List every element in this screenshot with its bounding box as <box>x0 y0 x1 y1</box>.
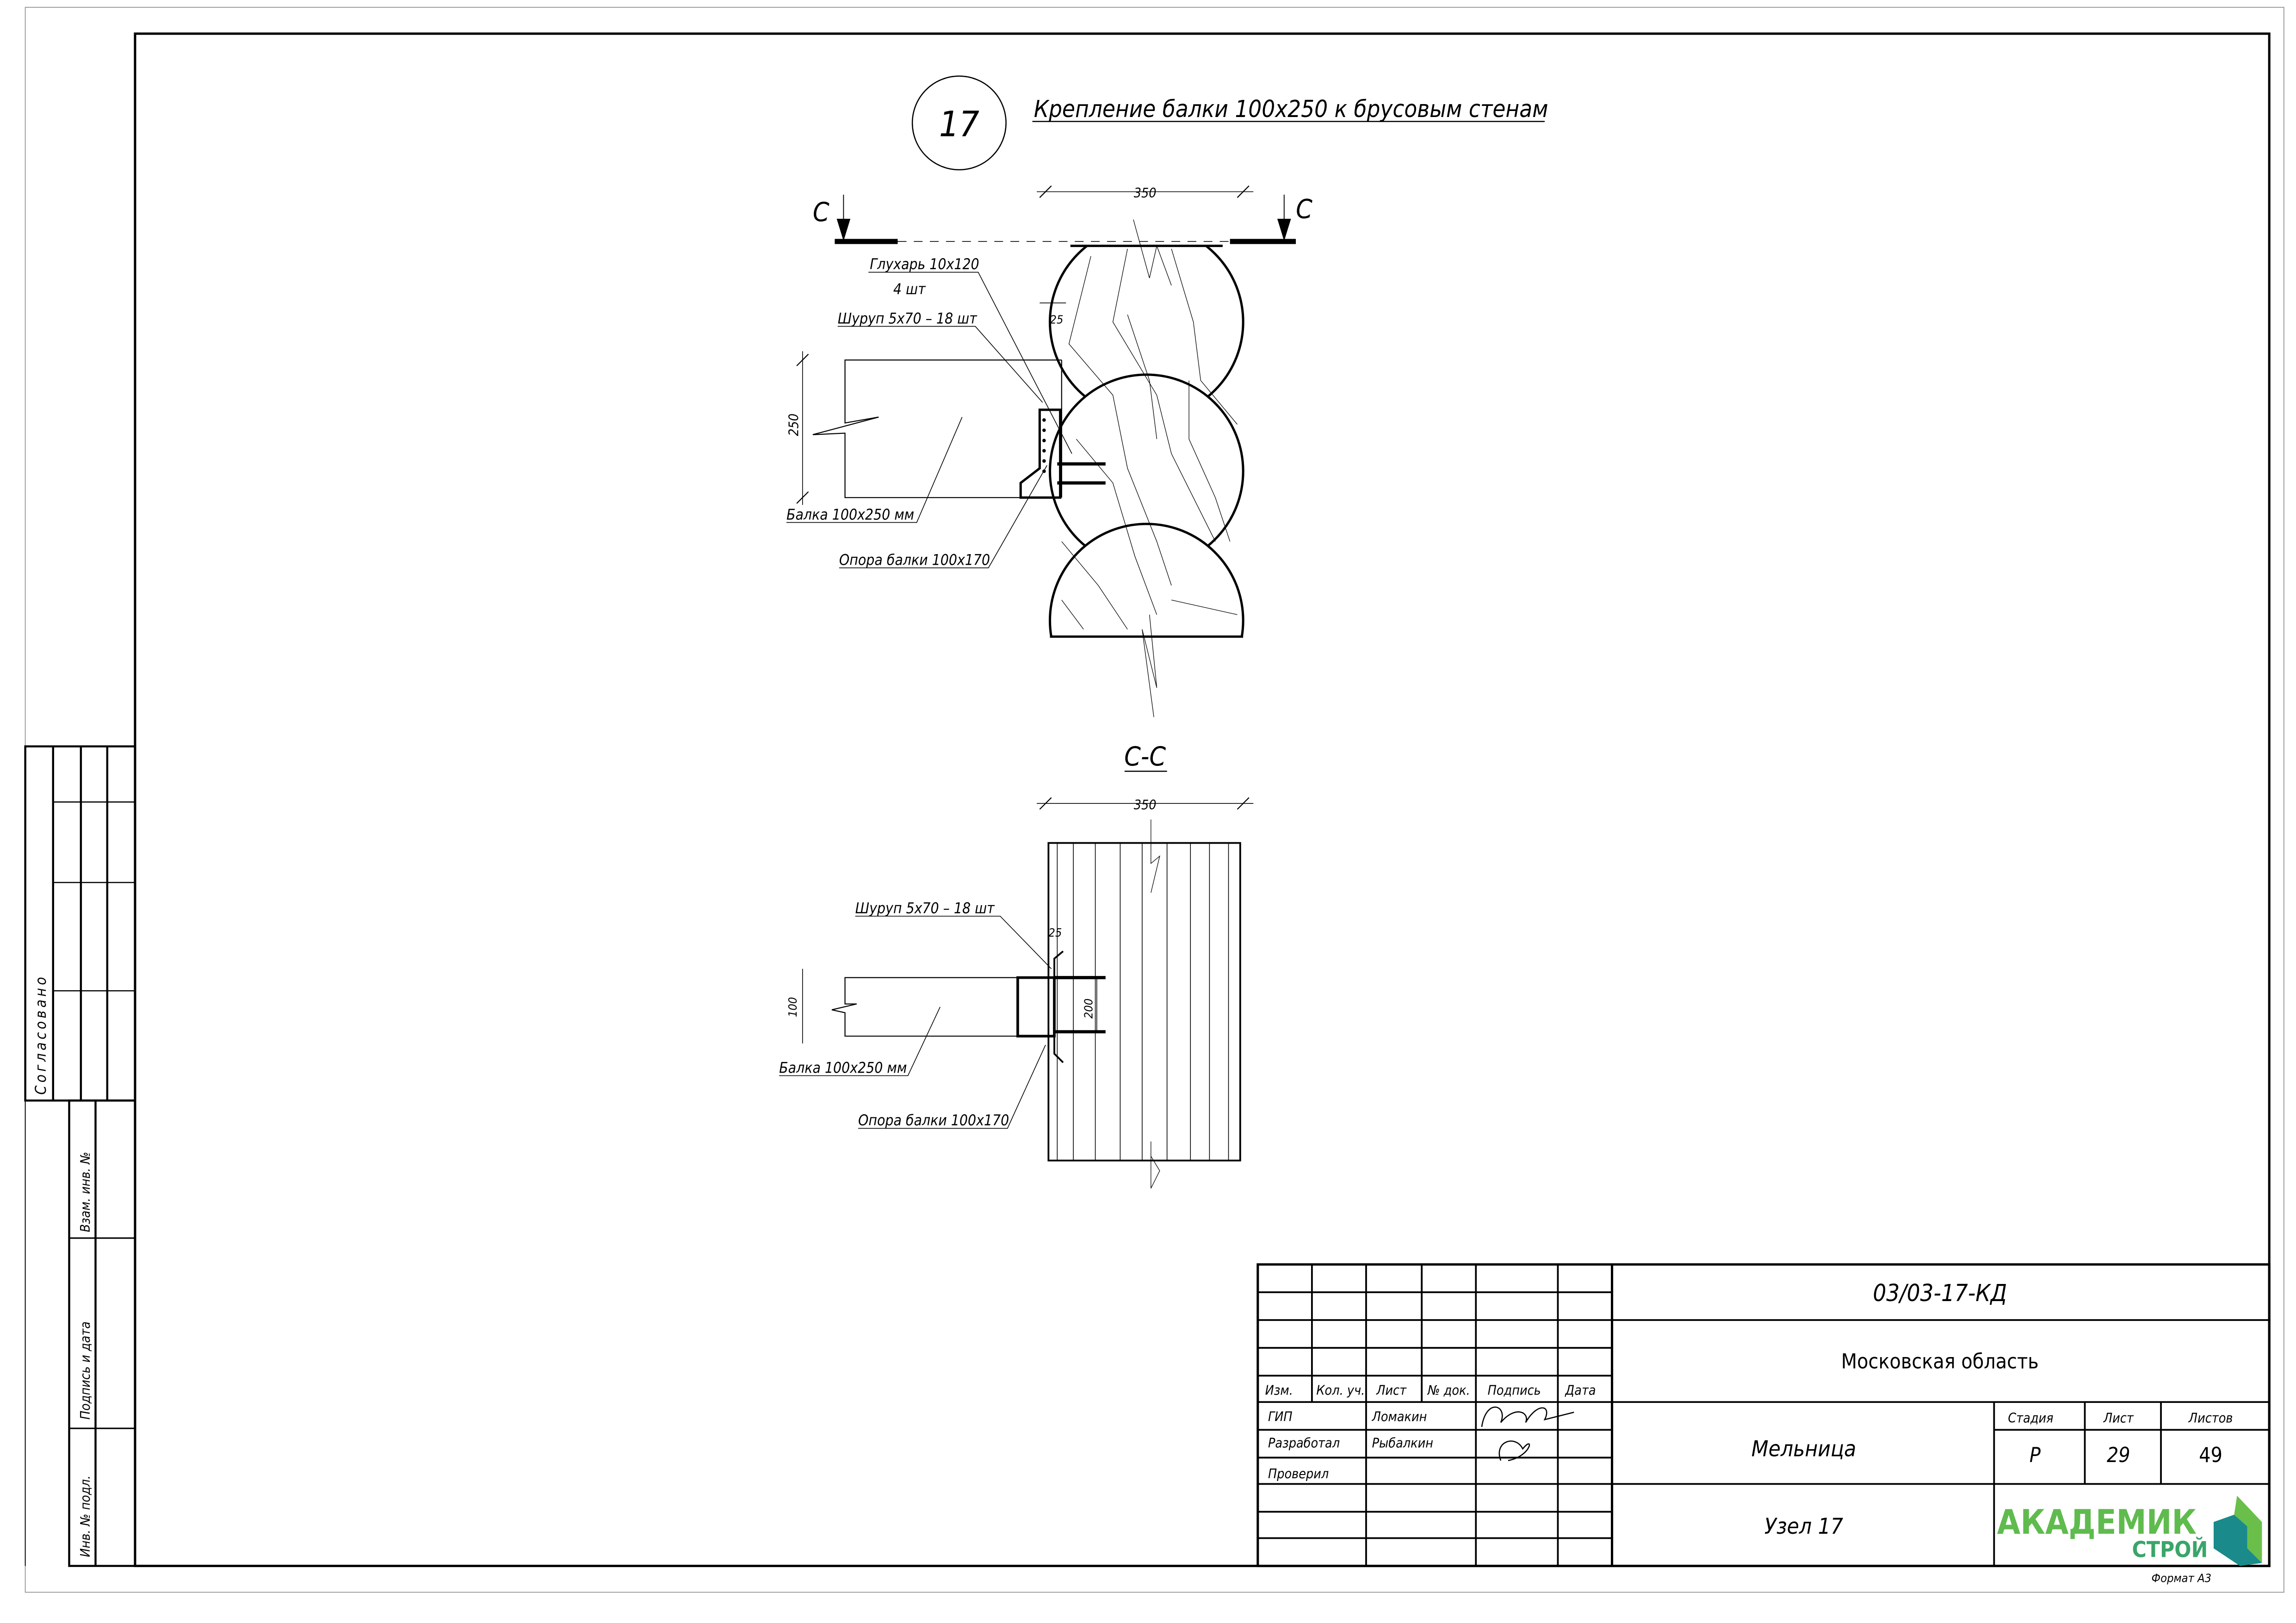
section-dim-support: 200 <box>1082 999 1095 1018</box>
logo-sub: СТРОЙ <box>2132 1537 2208 1563</box>
section-label-support: Опора балки 100x170 <box>858 1112 1009 1129</box>
sheets-label: Листов <box>2188 1411 2233 1426</box>
title-block <box>1256 1263 2271 1567</box>
col-header-change: Изм. <box>1265 1382 1293 1398</box>
signatures <box>1481 1407 1574 1462</box>
col-header-date: Дата <box>1565 1382 1596 1398</box>
section-label-screw: Шуруп 5x70 – 18 шт <box>855 900 995 917</box>
label-lag-screw: Глухарь 10x120 <box>870 256 979 273</box>
section-dim-beam: 100 <box>786 997 799 1017</box>
role-gip: ГИП <box>1268 1409 1293 1424</box>
label-screw: Шуруп 5x70 – 18 шт <box>838 310 978 327</box>
logo-main: АКАДЕМИК <box>1997 1503 2197 1542</box>
object-name: Мельница <box>1751 1436 1856 1462</box>
node-number-circle <box>911 75 1007 171</box>
label-lag-screw-qty: 4 шт <box>893 281 926 298</box>
role-developer: Разработал <box>1268 1435 1340 1450</box>
col-header-doc: № док. <box>1427 1382 1470 1398</box>
sheet-value: 29 <box>2107 1444 2130 1467</box>
col-header-signature: Подпись <box>1488 1382 1541 1398</box>
section-view <box>779 797 1254 1189</box>
col-header-qty: Кол. уч. <box>1316 1382 1365 1398</box>
plan-dim-height: 250 <box>786 413 801 436</box>
side-stamp <box>24 745 136 1567</box>
node-number: 17 <box>939 104 979 144</box>
format-label: Формат А3 <box>2152 1571 2212 1585</box>
stamp-sign-date: Подпись и дата <box>78 1321 93 1419</box>
label-beam: Балка 100x250 мм <box>786 506 914 523</box>
name-developer: Рыбалкин <box>1372 1435 1433 1450</box>
section-mark-left: С <box>813 197 829 228</box>
stamp-agreed: Согласовано <box>33 974 50 1095</box>
col-header-sheet: Лист <box>1376 1382 1407 1398</box>
company-logo: АКАДЕМИК СТРОЙ <box>1997 1495 2262 1566</box>
stage-value: Р <box>2030 1444 2041 1467</box>
section-dim-width: 350 <box>1134 797 1157 813</box>
label-support: Опора балки 100x170 <box>839 552 990 568</box>
plan-view <box>786 185 1296 717</box>
sheet-label: Лист <box>2103 1411 2134 1426</box>
region: Московская область <box>1841 1350 2039 1373</box>
plan-dim-offset: 25 <box>1050 313 1064 326</box>
sheets-value: 49 <box>2199 1444 2222 1467</box>
stamp-replace-inv: Взам. инв. № <box>78 1152 93 1232</box>
sheet-name: Узел 17 <box>1764 1514 1843 1539</box>
doc-code: 03/03-17-КД <box>1873 1279 2007 1307</box>
stamp-inv-orig: Инв. № подл. <box>78 1475 93 1557</box>
section-mark-right: С <box>1296 194 1312 224</box>
role-checker: Проверил <box>1268 1466 1329 1481</box>
section-title: С-С <box>1124 741 1166 772</box>
inner-frame <box>134 32 2271 1567</box>
section-label-beam: Балка 100x250 мм <box>779 1060 907 1076</box>
plan-dim-width: 350 <box>1134 185 1157 201</box>
section-dim-offset: 25 <box>1048 926 1062 939</box>
node-title: Крепление балки 100x250 к брусовым стена… <box>1034 95 1548 123</box>
stage-label: Стадия <box>2008 1411 2053 1426</box>
name-gip: Ломакин <box>1372 1409 1427 1424</box>
